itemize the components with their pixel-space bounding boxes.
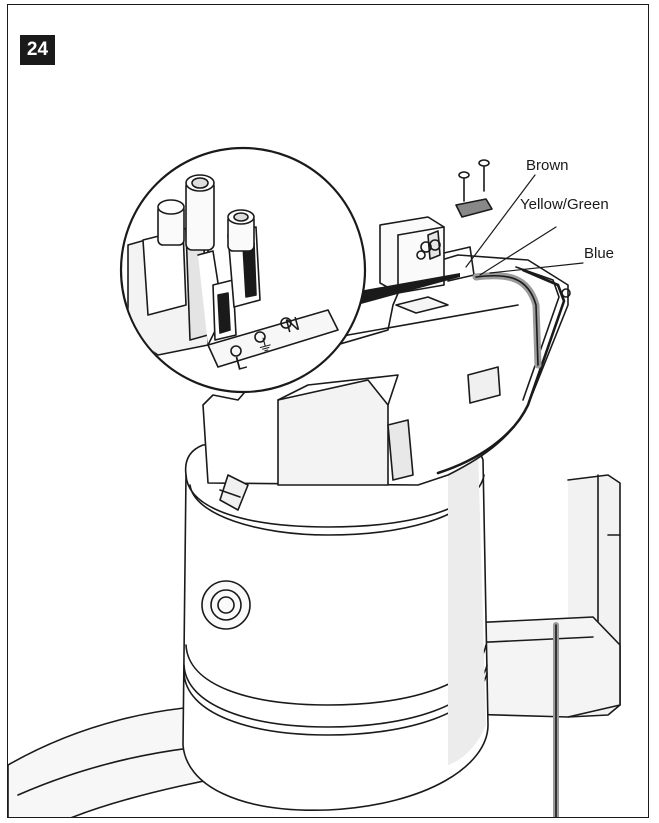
label-yellow-green: Yellow/Green [520, 196, 609, 213]
terminal-block [379, 159, 493, 294]
label-brown: Brown [526, 157, 569, 174]
motor-diagram [8, 146, 621, 817]
motor-housing [182, 434, 489, 811]
power-cable [472, 272, 559, 817]
leader-lines [465, 174, 584, 276]
figure-frame: 24 [7, 4, 649, 818]
magnified-terminal-detail [119, 146, 367, 394]
label-blue: Blue [584, 245, 615, 262]
figure-number-badge: 24 [20, 35, 55, 65]
electrical-compartment [202, 254, 571, 511]
zoom-pointer [348, 273, 460, 307]
